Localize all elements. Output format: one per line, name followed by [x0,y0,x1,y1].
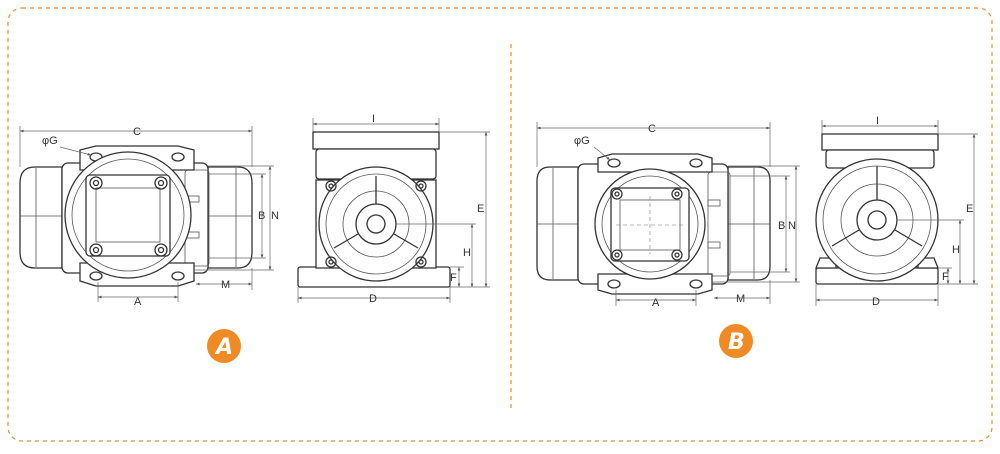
dim-label-g: φG [42,135,58,147]
badge-b: B [719,324,753,358]
bolt-icon [325,180,427,268]
motor-end-left [536,166,579,281]
dim-label-n: N [271,210,279,222]
dim-label-h: H [952,244,960,256]
front-view-a: I E H F D [297,113,490,305]
dim-label-m: M [221,279,230,291]
motor-end-right [727,166,771,281]
terminal-box-top [312,131,440,150]
outer-dashed-frame [7,7,993,442]
dim-label-h: H [463,247,471,259]
dim-label-a: A [134,296,142,308]
dim-label-b: B [258,210,265,222]
panel-a: C φG B N A M [19,113,490,363]
dim-label-m: M [736,293,745,305]
badge-a-label: A [214,335,233,360]
dim-label-d: D [872,296,880,308]
top-view-b: C φG B N A M [536,122,800,309]
panel-b: C φG B N A M [536,115,978,358]
terminal-box-top [821,133,939,151]
dim-label-b: B [778,220,785,232]
motor-end-right [207,166,253,269]
bolt-icon [89,176,168,257]
front-view-b: I E H F D [815,115,978,308]
badge-b-label: B [728,330,745,355]
dim-label-f: F [450,272,457,284]
dim-label-g: φG [574,135,590,147]
terminal-plate [85,174,171,257]
dim-label-e: E [966,203,973,215]
bottom-foot [597,273,713,295]
dim-label-e: E [477,203,484,215]
dim-label-n: N [788,220,796,232]
bolt-icon [611,188,683,261]
top-view-a: C φG B N A M [19,126,279,308]
dim-label-c: C [133,126,141,138]
dim-label-i: I [372,113,375,125]
badge-a: A [207,329,241,363]
dim-label-a: A [652,297,660,309]
dim-label-f: F [942,271,949,283]
top-foot [597,153,713,173]
motor-end-left [19,166,63,269]
dim-label-c: C [648,123,656,135]
dim-label-i: I [876,115,879,127]
dim-label-d: D [369,293,377,305]
